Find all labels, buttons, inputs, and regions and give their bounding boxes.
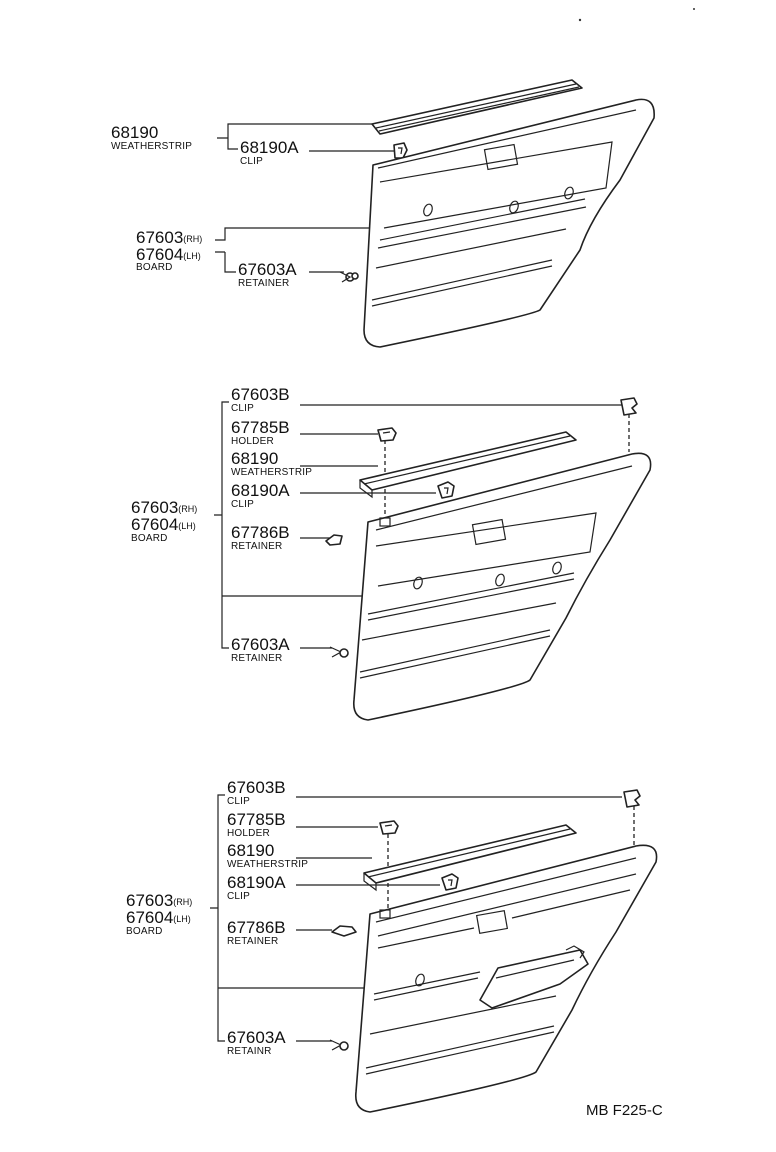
part-name-clip: CLIP xyxy=(227,891,250,902)
door-board xyxy=(354,844,658,1113)
part-name-board: BOARD xyxy=(131,533,168,544)
part-number-67603: 67603(RH) xyxy=(136,228,202,247)
part-name-retainer: RETAINER xyxy=(238,278,289,289)
part-number-68190A: 68190A xyxy=(240,138,299,157)
board-mount-tab xyxy=(379,517,391,527)
part-number-67603A: 67603A xyxy=(227,1028,286,1047)
part-number-68190: 68190 xyxy=(227,841,274,860)
part-number-67785B: 67785B xyxy=(227,810,286,829)
weatherstrip-part xyxy=(359,431,577,499)
door-board xyxy=(352,452,652,721)
part-name-clip: CLIP xyxy=(227,796,250,807)
part-name-board: BOARD xyxy=(126,926,163,937)
part-number-67604: 67604(LH) xyxy=(126,908,191,927)
section-2: 67603B CLIP 67785B HOLDER 68190 WEATHERS… xyxy=(131,385,652,721)
section-3: 67603B CLIP 67785B HOLDER 68190 WEATHERS… xyxy=(126,778,658,1113)
weatherstrip-part xyxy=(371,79,583,135)
part-number-67603B: 67603B xyxy=(231,385,290,404)
part-name-weatherstrip: WEATHERSTRIP xyxy=(231,467,312,478)
clip-68190A-part xyxy=(437,481,455,499)
part-number-68190A: 68190A xyxy=(231,481,290,500)
section-1: 68190 WEATHERSTRIP 68190A CLIP 67603(RH)… xyxy=(111,79,655,348)
part-name-retainer: RETAINER xyxy=(231,541,282,552)
retainer-67786B-part xyxy=(325,534,343,546)
leader-board xyxy=(215,227,372,273)
holder-part xyxy=(377,427,397,442)
board-mount-tab xyxy=(379,909,391,919)
part-number-67604: 67604(LH) xyxy=(136,245,201,264)
bracket-board xyxy=(214,401,229,649)
scan-speck xyxy=(693,8,695,10)
clip-67603B-part xyxy=(620,397,638,416)
scan-speck xyxy=(578,18,582,22)
part-name-retainr: RETAINR xyxy=(227,1046,272,1057)
door-board xyxy=(363,98,655,348)
part-number-67603A: 67603A xyxy=(238,260,297,279)
retainer-67603A-part xyxy=(329,646,349,658)
part-name-clip: CLIP xyxy=(231,403,254,414)
part-number-67786B: 67786B xyxy=(227,918,286,937)
part-number-67603A: 67603A xyxy=(231,635,290,654)
part-number-67785B: 67785B xyxy=(231,418,290,437)
clip-part xyxy=(393,142,408,159)
part-name-clip: CLIP xyxy=(240,156,263,167)
retainer-67786B-part xyxy=(331,925,357,937)
retainer-67603A-part xyxy=(329,1039,349,1051)
diagram-code: MB F225-C xyxy=(586,1102,663,1119)
retainer-part xyxy=(339,271,359,283)
part-name-holder: HOLDER xyxy=(227,828,270,839)
part-name-retainer: RETAINER xyxy=(227,936,278,947)
part-name-holder: HOLDER xyxy=(231,436,274,447)
leader-weatherstrip xyxy=(217,123,372,150)
clip-67603B-part xyxy=(623,789,641,808)
part-name-board: BOARD xyxy=(136,262,173,273)
part-name-weatherstrip: WEATHERSTRIP xyxy=(227,859,308,870)
holder-part xyxy=(379,820,399,835)
part-number-68190: 68190 xyxy=(111,123,158,142)
part-number-68190A: 68190A xyxy=(227,873,286,892)
part-number-68190: 68190 xyxy=(231,449,278,468)
part-name-clip: CLIP xyxy=(231,499,254,510)
part-number-67603: 67603(RH) xyxy=(131,498,197,517)
armrest xyxy=(479,949,589,1009)
part-number-67604: 67604(LH) xyxy=(131,515,196,534)
clip-68190A-part xyxy=(441,873,459,891)
bracket-board xyxy=(210,794,225,1042)
part-number-67603: 67603(RH) xyxy=(126,891,192,910)
part-name-weatherstrip: WEATHERSTRIP xyxy=(111,141,192,152)
part-number-67603B: 67603B xyxy=(227,778,286,797)
part-name-retainer: RETAINER xyxy=(231,653,282,664)
part-number-67786B: 67786B xyxy=(231,523,290,542)
weatherstrip-part xyxy=(363,824,577,892)
